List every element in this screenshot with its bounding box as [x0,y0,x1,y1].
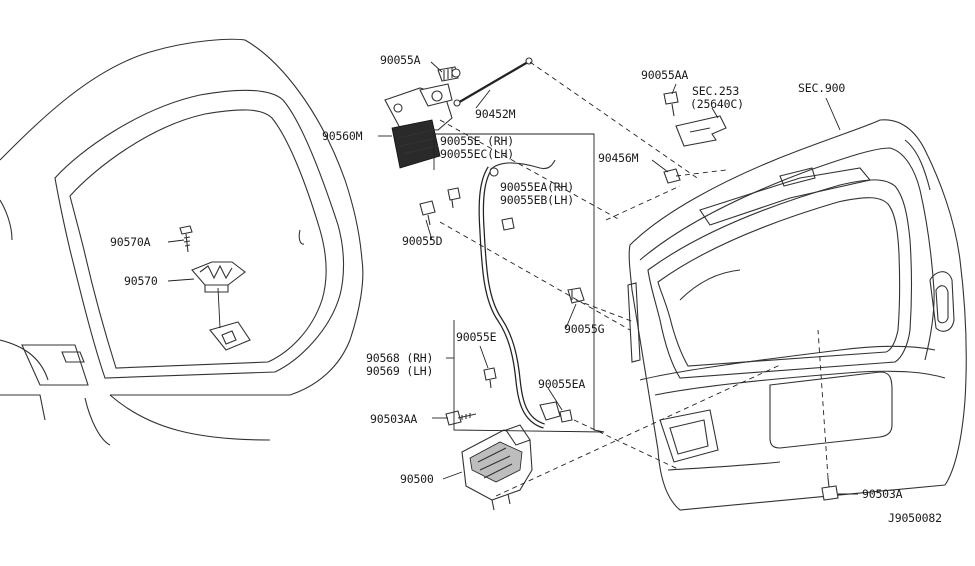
label-90500: 90500 [400,472,434,486]
label-sec253-sub: (25640C) [690,97,744,111]
rod-90452M [453,57,533,107]
label-90560M: 90560M [322,129,363,143]
label-90569-lh: 90569 (LH) [366,364,433,378]
label-90055AA: 90055AA [641,68,688,82]
label-90570A: 90570A [110,235,151,249]
label-sec900: SEC.900 [798,81,845,95]
diagram-id: J9050082 [888,511,942,525]
label-90055G: 90055G [564,322,605,336]
clip-90055EA-RH [501,217,515,231]
grommet-90055G [567,287,585,304]
label-90456M: 90456M [598,151,639,165]
bolt-90503A [821,477,839,501]
screw-90055E [447,187,461,209]
label-90055D: 90055D [402,234,443,248]
label-90570: 90570 [124,274,158,288]
screw-90055D [419,200,436,226]
clip-90055EA [559,409,573,423]
label-90055A: 90055A [380,53,421,67]
striker-90570 [191,261,251,351]
bolt-90055A [437,66,461,82]
clip-90456M [663,168,681,184]
label-90055E: 90055E [456,330,497,344]
vehicle-body-outline [0,38,364,446]
leader-lines [167,61,858,495]
tailgate-sec900 [627,119,967,511]
assembly-box [433,133,605,433]
cable-90568-90569 [478,159,561,429]
part-labels: 90055A 90452M 90560M 90055E (RH) 90055EC… [110,53,942,525]
label-90568-rh: 90568 (RH) [366,351,433,365]
label-90055EC-lh: 90055EC(LH) [440,147,514,161]
bracket-sec253 [675,115,727,147]
label-90055EB-lh: 90055EB(LH) [500,193,574,207]
label-90503A: 90503A [862,487,903,501]
latch-90500 [461,424,533,511]
bolt-90055AA [663,91,679,117]
phantom-lines [439,61,829,497]
label-90055EA-rh: 90055EA(RH) [500,180,574,194]
motor-90560M [384,83,453,169]
label-90452M: 90452M [475,107,516,121]
screw-90055E-lower [483,367,497,389]
label-90055E-rh: 90055E (RH) [440,134,514,148]
bolt-90503AA [445,410,477,426]
label-90055EA: 90055EA [538,377,585,391]
bolt-90570A [179,225,193,253]
label-90503AA: 90503AA [370,412,417,426]
label-sec253: SEC.253 [692,84,739,98]
